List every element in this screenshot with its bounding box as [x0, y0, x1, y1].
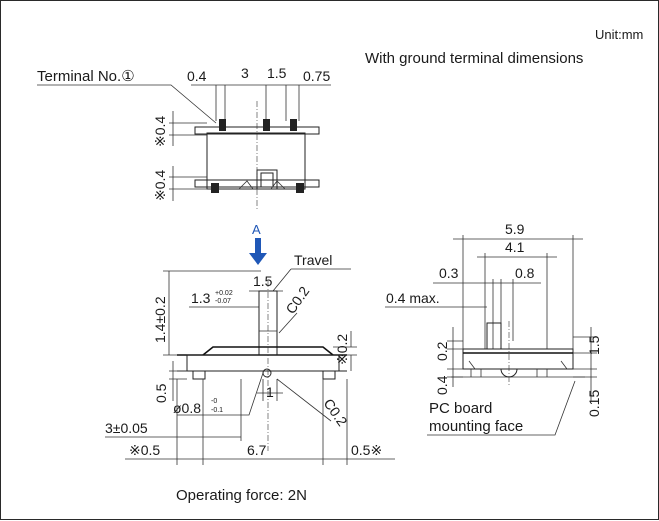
chamfer-bottom: C0.2: [321, 396, 351, 430]
front-terminals: [470, 369, 548, 377]
top-terminal-pads: [211, 119, 304, 193]
dim-0-4-top: 0.4: [187, 68, 207, 84]
dim-0-5-left: ※0.5: [129, 442, 160, 458]
dim-0-2-front: 0.2: [434, 341, 450, 361]
tol-1-3-minus: -0.07: [215, 298, 231, 305]
dim-1-5-front: 1.5: [586, 335, 602, 355]
dim-3-line: [105, 379, 242, 441]
dim-0-4-upper: ※0.4: [152, 116, 168, 147]
top-body-outline: [206, 132, 306, 190]
dim-1-4: 1.4±0.2: [152, 296, 168, 343]
dim-hole: ø0.8: [173, 400, 201, 416]
unit-label: Unit:mm: [595, 27, 643, 42]
chamfer-top: C0.2: [282, 283, 312, 317]
dim-0-5: 0.5: [153, 383, 169, 403]
hole-leader: [177, 372, 264, 416]
operating-force-label: Operating force: 2N: [176, 487, 307, 504]
dim-0-3-0-8-lines: [433, 279, 541, 349]
chamfer-top-leader: [278, 312, 298, 334]
dim-0-2-right-lines: [333, 331, 357, 371]
dim-5-9: 5.9: [505, 221, 525, 237]
dim-front-left-lines: [447, 327, 463, 387]
view-arrow-a: A: [249, 222, 267, 265]
pcb-label-line2: mounting face: [429, 418, 523, 435]
chamfer-bottom-leader: [276, 378, 332, 422]
dim-0-15: 0.15: [586, 390, 602, 417]
dim-0-75: 0.75: [303, 68, 330, 84]
front-body: [462, 348, 574, 370]
dim-5-9-lines: [453, 235, 583, 351]
side-terminals: [192, 371, 336, 380]
dim-1-5-side: 1.5: [253, 273, 273, 289]
dim-front-right-lines: [573, 327, 597, 401]
arrow-a-label: A: [252, 222, 261, 237]
dim-0-2-right: ※0.2: [334, 334, 350, 365]
arrow-a-shaft: [255, 238, 261, 254]
side-view: Travel 1.5 1.3 +0.02 -0.07 C0.2 1.4±0.2 …: [105, 252, 395, 465]
dim-6-7: 6.7: [247, 442, 267, 458]
ground-terminal-note: With ground terminal dimensions: [365, 50, 583, 67]
tol-hole-plus: -0: [211, 398, 217, 405]
top-body-details: [238, 180, 286, 190]
side-base-body: [186, 354, 340, 372]
dim-0-5-right: 0.5※: [351, 442, 382, 458]
front-view: 5.9 4.1 0.3 0.8 0.4 max. 0.2 0.4 1.5 0.1…: [385, 221, 602, 436]
travel-label: Travel: [294, 252, 332, 268]
top-extension-lines: [215, 85, 300, 121]
arrow-down-icon: [249, 253, 267, 265]
travel-leader: [272, 268, 351, 292]
tol-hole-minus: -0.1: [211, 407, 223, 414]
pcb-leader: [427, 380, 576, 436]
tol-1-3-plus: +0.02: [215, 290, 233, 297]
front-body-details: [468, 360, 568, 370]
dim-0-3: 0.3: [439, 265, 459, 281]
terminal-leader-line: [37, 84, 217, 124]
dim-0-8: 0.8: [515, 265, 535, 281]
dim-0-5-lines: [169, 361, 187, 401]
dim-1-4-lines: [163, 270, 261, 356]
bottom-dim-lines: [125, 379, 395, 465]
top-left-extension-lines: [169, 122, 207, 190]
terminal-number-label: Terminal No.①: [37, 68, 135, 85]
front-actuator: [486, 322, 502, 350]
top-view: Terminal No.① 0.4 3 1.5 0.75 ※0.4 ※0.4: [37, 65, 331, 211]
dim-4-1-lines: [477, 253, 557, 349]
dim-1-lines: [257, 379, 283, 401]
dim-0-4-lower: ※0.4: [152, 170, 168, 201]
side-hole: [262, 368, 272, 378]
dim-0-4-max: 0.4 max.: [386, 290, 440, 306]
dim-3-pm: 3±0.05: [105, 420, 148, 436]
dim-1-5-top: 1.5: [267, 65, 287, 81]
dim-1-3: 1.3: [191, 290, 211, 306]
dim-4-1: 4.1: [505, 239, 525, 255]
dim-3: 3: [241, 65, 249, 81]
dim-1: 1: [266, 384, 274, 400]
dim-0-4-front: 0.4: [434, 375, 450, 395]
pcb-label-line1: PC board: [429, 400, 492, 417]
top-actuator-inner: [260, 172, 274, 188]
